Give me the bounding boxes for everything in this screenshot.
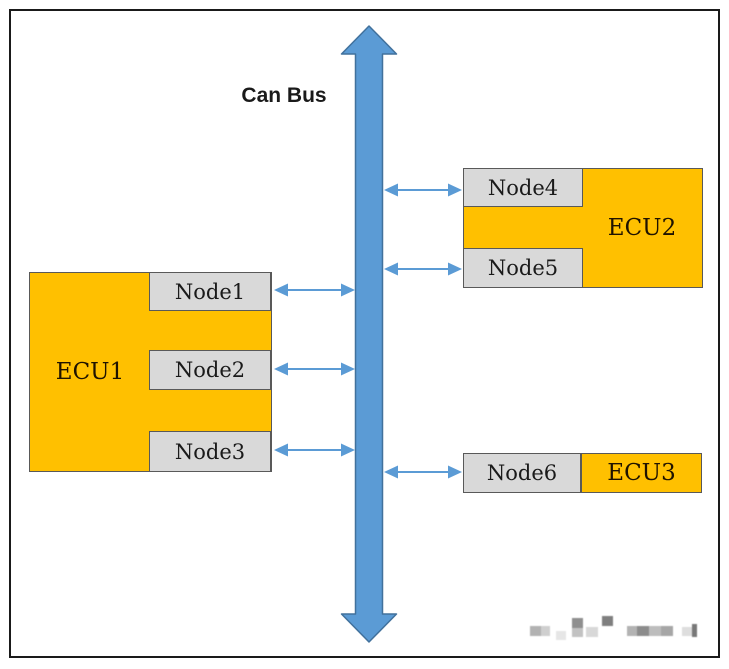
node6-box: Node6 bbox=[463, 453, 581, 493]
ecu1-label: ECU1 bbox=[55, 359, 125, 385]
node5-bus-connector-arrow-icon bbox=[384, 262, 462, 276]
can-bus-vertical-arrow-icon bbox=[340, 25, 398, 643]
node1-label: Node1 bbox=[174, 279, 246, 304]
node3-bus-connector-arrow-icon bbox=[274, 443, 355, 457]
node2-bus-connector-arrow-icon bbox=[274, 362, 355, 376]
watermark-pixelated bbox=[528, 613, 703, 645]
node1-box: Node1 bbox=[149, 272, 271, 311]
node4-bus-connector-arrow-icon bbox=[384, 183, 462, 197]
node3-box: Node3 bbox=[149, 431, 271, 472]
node2-box: Node2 bbox=[149, 350, 271, 390]
node6-bus-connector-arrow-icon bbox=[384, 465, 462, 479]
node6-label: Node6 bbox=[486, 461, 558, 485]
node5-label: Node5 bbox=[487, 256, 559, 280]
ecu3-label: ECU3 bbox=[607, 460, 676, 486]
node4-label: Node4 bbox=[487, 175, 559, 200]
node3-label: Node3 bbox=[174, 439, 246, 464]
ecu2-label: ECU2 bbox=[607, 215, 677, 241]
node4-box: Node4 bbox=[463, 168, 583, 207]
node5-box: Node5 bbox=[463, 248, 583, 288]
node2-label: Node2 bbox=[174, 358, 246, 382]
ecu3-box: ECU3 bbox=[581, 453, 702, 493]
can-bus-label: Can Bus bbox=[241, 84, 327, 107]
node1-bus-connector-arrow-icon bbox=[274, 283, 355, 297]
